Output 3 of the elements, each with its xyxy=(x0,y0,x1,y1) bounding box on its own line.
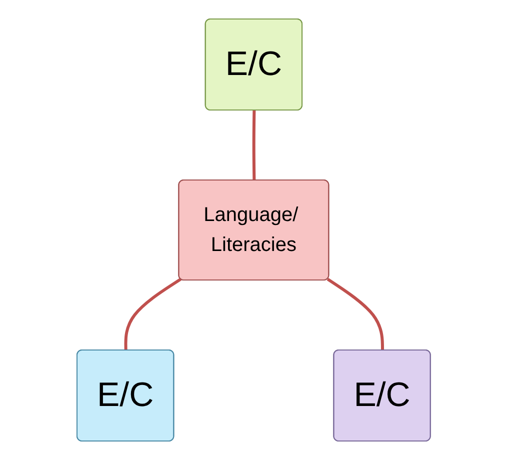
connector xyxy=(252,110,256,180)
connector xyxy=(124,277,182,350)
connector xyxy=(327,277,384,350)
